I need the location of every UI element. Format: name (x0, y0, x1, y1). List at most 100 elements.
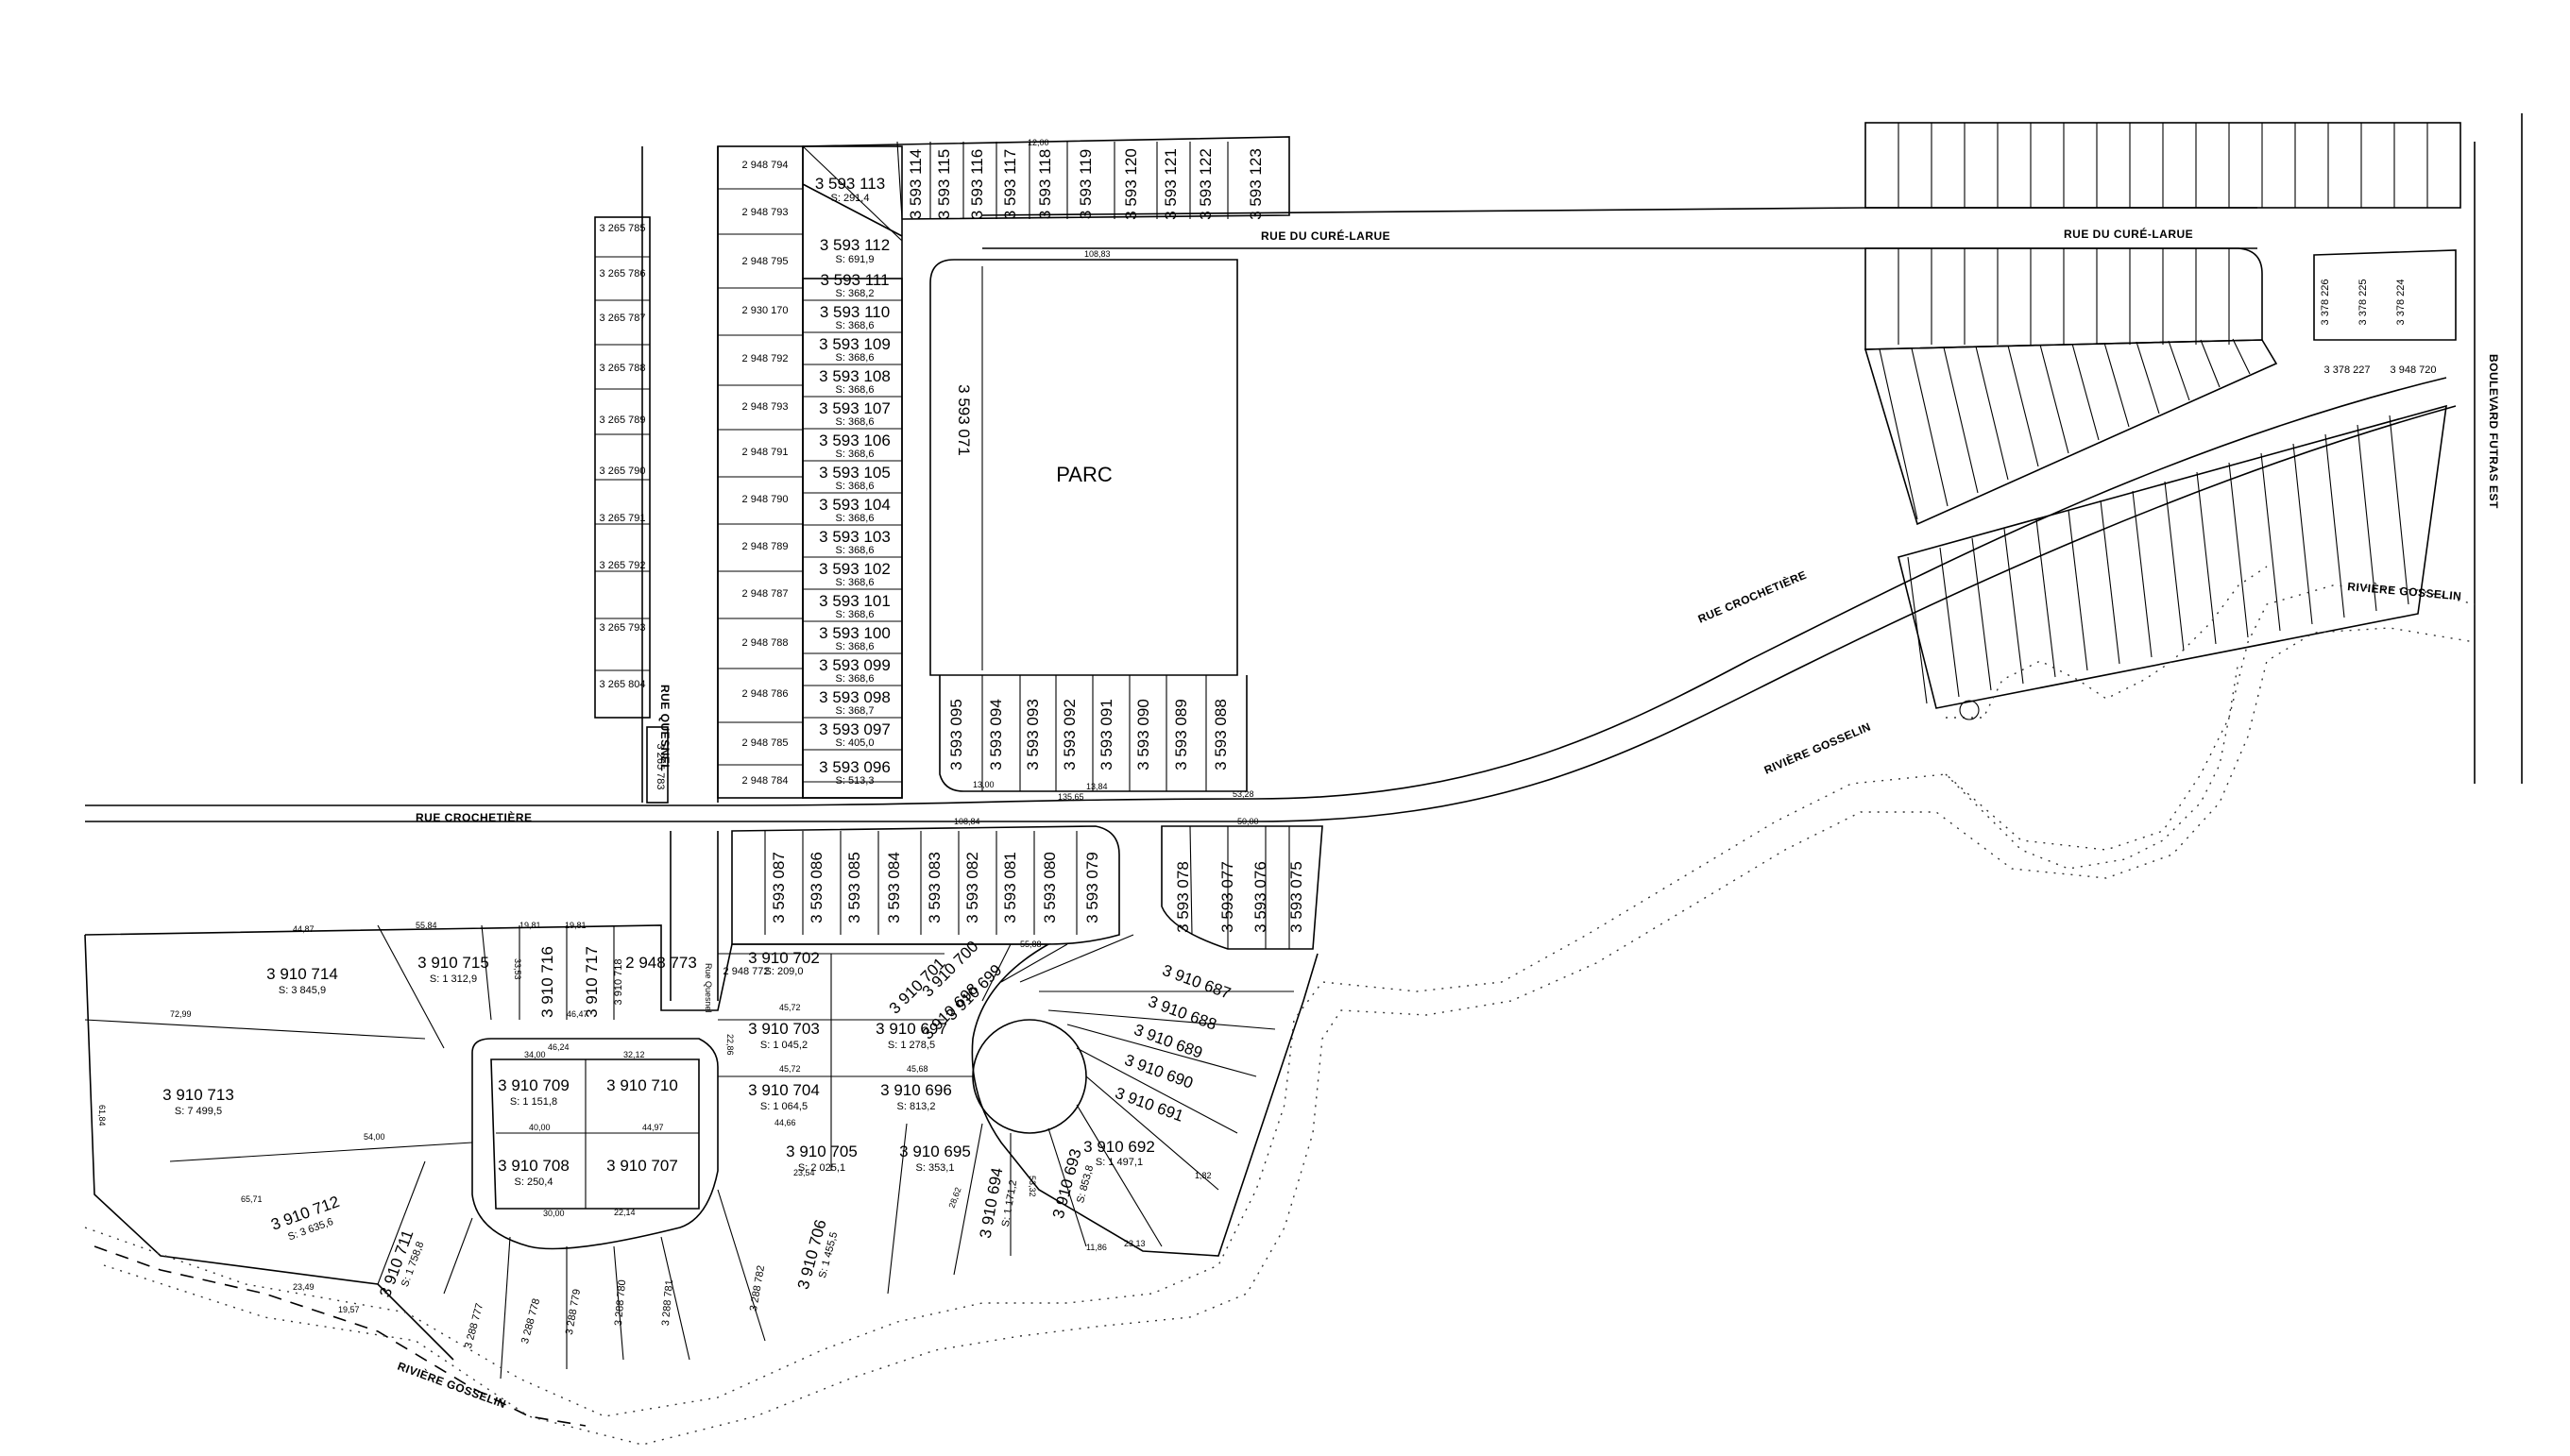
svg-text:S: 405,0: S: 405,0 (836, 737, 875, 749)
dim-23-13: 23,13 (1124, 1239, 1146, 1248)
park-label: PARC (1056, 463, 1113, 486)
dim-40-00: 40,00 (529, 1123, 551, 1132)
ne-top-row (1864, 122, 2461, 209)
svg-text:S: 353,1: S: 353,1 (916, 1162, 955, 1174)
dim-19-57: 19,57 (338, 1305, 360, 1314)
lot-2948794: 2 948 794 (742, 160, 789, 171)
lot-3288782: 3 288 782 (748, 1264, 767, 1312)
lot-3265789: 3 265 789 (600, 415, 646, 426)
dim-1-82: 1,82 (1195, 1171, 1212, 1180)
dim-44-87: 44,87 (293, 924, 315, 934)
dim-19-81b: 19,81 (565, 921, 587, 930)
lot-line (2100, 499, 2120, 665)
svg-text:3 910 697: 3 910 697 (876, 1020, 947, 1038)
rue-crochetiere (85, 377, 2457, 822)
street-crochetiere-right: RUE CROCHETIÈRE (1695, 567, 1809, 626)
dim-72-99: 72,99 (170, 1009, 192, 1019)
svg-text:3 593 100: 3 593 100 (819, 624, 891, 642)
lot-3593119: 3 593 119 (1077, 149, 1095, 219)
svg-text:2 948 773: 2 948 773 (625, 954, 697, 972)
lot-3593120: 3 593 120 (1122, 148, 1140, 220)
lot-line (2228, 462, 2249, 638)
lot-3593076: 3 593 076 (1251, 861, 1269, 933)
svg-text:3 910 695: 3 910 695 (899, 1143, 971, 1160)
lot-3593079: 3 593 079 (1083, 852, 1101, 923)
lot-3378225: 3 378 225 (2357, 279, 2369, 326)
svg-text:S: 368,6: S: 368,6 (836, 416, 875, 428)
lot-line (1943, 347, 1979, 494)
svg-text:3 593 101: 3 593 101 (819, 592, 891, 610)
svg-text:S: 368,6: S: 368,6 (836, 641, 875, 652)
svg-text:S: 1 045,2: S: 1 045,2 (760, 1040, 808, 1051)
lot-3265787: 3 265 787 (600, 313, 646, 324)
lot-3593123: 3 593 123 (1247, 148, 1265, 220)
dim-45-72a: 45,72 (779, 1003, 801, 1012)
lot-line (2007, 345, 2039, 467)
dim-19-81a: 19,81 (519, 921, 541, 930)
svg-text:3 593 098: 3 593 098 (819, 688, 891, 706)
lot-3265791: 3 265 791 (600, 513, 646, 524)
svg-text:3 910 687: 3 910 687 (1160, 961, 1234, 1003)
street-boulevard: BOULEVARD FUTRAS EST (2487, 354, 2500, 509)
lot-2948772: 2 948 772 (723, 966, 770, 977)
lot-3265790: 3 265 790 (600, 466, 646, 477)
lot-3593075: 3 593 075 (1287, 861, 1305, 933)
lot-2948790: 2 948 790 (742, 494, 789, 505)
quesnel-west-block: 2 948 794 2 948 793 2 948 795 2 930 170 … (717, 145, 804, 799)
svg-text:S: 368,6: S: 368,6 (836, 352, 875, 364)
dim-33-53: 33,53 (513, 958, 522, 980)
lot-3378226: 3 378 226 (2320, 279, 2331, 326)
lot-3910703: 3 910 703 S: 1 045,2 (748, 1020, 820, 1051)
svg-text:3 593 113: 3 593 113 (815, 175, 885, 193)
lot-3593114: 3 593 114 (907, 149, 925, 219)
lot-2948787: 2 948 787 (742, 588, 789, 600)
lot-3593089: 3 593 089 (1172, 699, 1190, 770)
lot-line (1971, 537, 1992, 691)
lot-3593081: 3 593 081 (1001, 852, 1019, 923)
lot-3265788: 3 265 788 (600, 363, 646, 374)
svg-text:3 593 105: 3 593 105 (819, 464, 891, 482)
lot-2948785: 2 948 785 (742, 737, 789, 749)
dim-54-00: 54,00 (364, 1132, 385, 1142)
lot-line (1939, 547, 1960, 698)
svg-text:3 910 704: 3 910 704 (748, 1081, 820, 1099)
east-lots: 3 378 227 3 948 720 3 378 226 3 378 225 … (2313, 249, 2457, 376)
lot-3948720: 3 948 720 (2391, 364, 2437, 376)
svg-text:3 593 104: 3 593 104 (819, 496, 891, 514)
dim-55-88: 55,88 (1020, 940, 1042, 949)
lot-2948788: 2 948 788 (742, 637, 789, 649)
svg-text:S: 513,3: S: 513,3 (836, 775, 875, 787)
svg-text:3 910 714: 3 910 714 (266, 965, 338, 983)
dim-44-97: 44,97 (642, 1123, 664, 1132)
svg-text:S: 291,4: S: 291,4 (831, 193, 870, 204)
ne-angled-lots (1864, 338, 2447, 709)
dim-46-47: 46,47 (567, 1009, 588, 1019)
svg-text:3 910 718: 3 910 718 (613, 959, 624, 1006)
svg-text:3 593 108: 3 593 108 (819, 367, 891, 385)
lot-3593117: 3 593 117 (1001, 149, 1019, 219)
street-cure-larue-right: RUE DU CURÉ-LARUE (2064, 227, 2193, 241)
lot-2948786: 2 948 786 (742, 688, 789, 700)
lot-3593090: 3 593 090 (1134, 699, 1152, 770)
lot-line (1907, 556, 1928, 704)
dim-65-71: 65,71 (241, 1194, 263, 1204)
lot-2948793b: 2 948 793 (742, 401, 789, 413)
svg-text:3 910 703: 3 910 703 (748, 1020, 820, 1038)
lot-3288778: 3 288 778 (519, 1297, 542, 1345)
svg-text:S: 368,6: S: 368,6 (836, 320, 875, 331)
lot-3910687: 3 910 687 (1160, 961, 1234, 1003)
svg-text:3 593 099: 3 593 099 (819, 656, 891, 674)
